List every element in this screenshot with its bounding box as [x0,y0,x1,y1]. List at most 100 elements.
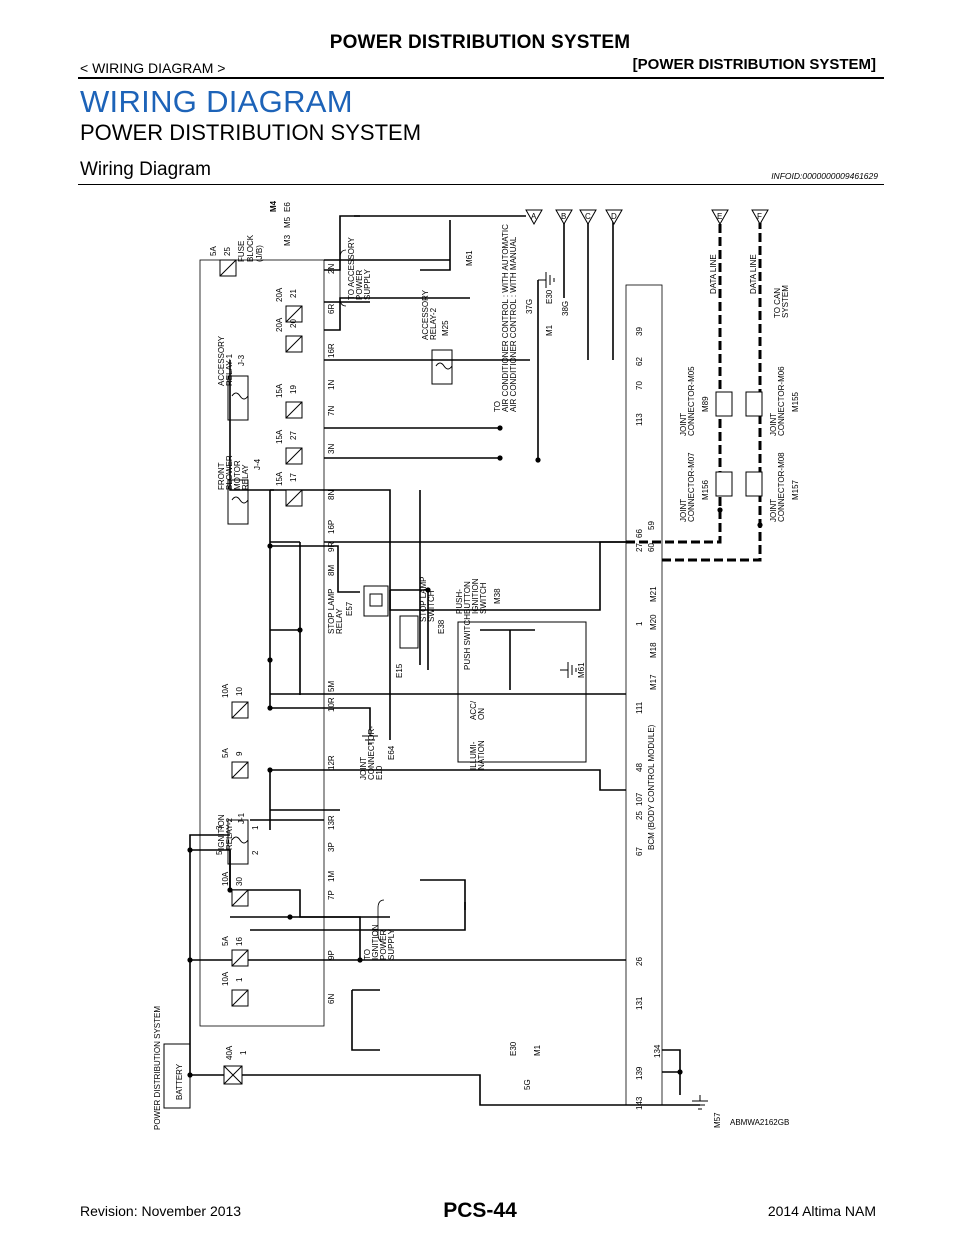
acc-supply-bracket [339,249,347,307]
body-conn-m1: M1 [533,1044,542,1056]
joint-m06-line-2: CONNECTOR-M06 [777,366,786,436]
joint-m06-line-1: JOINT [769,413,778,436]
relay-pin-3: 3 [215,825,224,830]
relay-pin-1: 1 [251,825,260,830]
fuse-17-amp: 15A [275,471,284,486]
push-button-line-2: BUTTON [463,581,472,614]
ground-symbols [362,272,708,1110]
acc2-relay-conn: M25 [441,320,450,336]
section-tag: [POWER DISTRIBUTION SYSTEM] [632,56,876,73]
bcm-pin-113: 113 [635,413,644,426]
acc1-relay-line-1: ACCESSORY [217,335,226,386]
push-switch-label: PUSH SWITCH [463,614,472,670]
acc2-relay-line-2: RELAY-2 [429,307,438,340]
pin-3n: 3N [327,444,336,454]
ac-pin-38g: 38G [561,301,570,316]
stop-relay-conn: E57 [345,601,354,616]
bcm-conn-m20: M20 [649,614,658,630]
front-relay-line-3: MOTOR [233,460,242,490]
ac-conn-m1: M1 [545,324,554,336]
joint-m05-conn: M89 [701,396,710,412]
ac-conn-e30: E30 [545,289,554,304]
data-line-label-2: DATA LINE [749,254,758,294]
fuse-19-num: 19 [289,385,298,394]
wiring-diagram: POWER DISTRIBUTION SYSTEM ABMWA2162GB BA… [153,200,800,1130]
flag-f: F [757,212,762,221]
to-can-line-1: TO CAN [773,288,782,318]
main-fuse-num: 1 [239,1050,248,1055]
relay-pin-5: 5 [215,850,224,855]
ac-pin-37g: 37G [525,299,534,314]
bcm-conn-m21: M21 [649,586,658,602]
fuse-block-conn-m3: M3 [283,234,292,246]
joint-m07-line-1: JOINT [679,499,688,522]
diagram-labels: POWER DISTRIBUTION SYSTEM ABMWA2162GB BA… [153,200,800,1130]
fuse-block-line-1: FUSE [237,241,246,262]
fuse-16-amp: 5A [221,936,230,946]
illumination-line-1: ILLUMI- [469,741,478,770]
joint-m08-conn: M157 [791,479,800,500]
bcm-pin-107: 107 [635,792,644,806]
fuse-block-conn-m4: M4 [269,200,278,212]
joint-m07-line-2: CONNECTOR-M07 [687,452,696,522]
bcm-conn-m17: M17 [649,674,658,690]
pin-8n: 8N [327,490,336,500]
bcm-pin-27: 27 [635,543,644,552]
pin-13r: 13R [327,815,336,830]
body-conn-e30: E30 [509,1041,518,1056]
front-relay-conn: J-4 [253,458,262,470]
push-button-conn: M38 [493,588,502,604]
stop-switch-conn: E38 [437,619,446,634]
section-heading: WIRING DIAGRAM [80,84,353,119]
page-number: PCS-44 [443,1199,517,1222]
stop-switch-line-1: STOP LAMP [419,577,428,623]
pin-16r: 16R [327,343,336,358]
fuse-block-line-3: (J/B) [255,245,264,262]
joint-m08-line-2: CONNECTOR-M08 [777,452,786,522]
acc1-relay-conn: J-3 [237,354,246,366]
splices [187,425,763,1078]
bcm-pin-67: 67 [635,847,644,856]
bcm-pin-66: 66 [635,529,644,538]
fuse-21-amp: 20A [275,287,284,302]
ign-supply-bracket [377,899,385,943]
to-acc-line-2: POWER [355,270,364,300]
fuse-16-num: 16 [235,937,244,946]
acc-on-line-1: ACC/ [469,700,478,720]
pin-7p: 7P [327,890,336,900]
ign-relay-conn: J-1 [237,812,246,824]
bcm-pin-139: 139 [635,1066,644,1080]
to-acc-line-3: SUPPLY [363,268,372,300]
info-id: INFOID:0000000009461629 [771,171,878,181]
fuse-25-amp: 5A [209,246,218,256]
bcm-pin-70: 70 [635,381,644,390]
ign-relay-line-2: RELAY-2 [225,817,234,850]
wires [189,215,700,1106]
flag-e: E [717,212,722,221]
breadcrumb: < WIRING DIAGRAM > [80,60,226,76]
connection-flags [525,209,769,226]
fuse-17-num: 17 [289,473,298,482]
heading-rule [78,184,884,185]
ground-m57-label: M57 [713,1112,722,1128]
fuse-25-num: 25 [223,247,232,256]
fuse-10-amp: 10A [221,683,230,698]
bcm-pin-62: 62 [635,357,644,366]
pin-8m: 8M [327,565,336,576]
to-ac-line-3: AIR CONDITIONER CONTROL : WITH MANUAL [509,236,518,412]
to-ign-line-3: POWER [379,930,388,960]
fuse-block-outline [199,259,325,1027]
stop-relay-line-1: STOP LAMP [327,589,336,635]
body-conn-pin: 5G [523,1079,532,1090]
bcm-pin-131: 131 [635,996,644,1010]
joint-e10-line-1: JOINT [359,757,368,780]
acc1-relay-line-2: RELAY-1 [225,353,234,386]
stop-relay-line-2: RELAY [335,608,344,634]
fuse-19-amp: 15A [275,383,284,398]
joint-m05-line-2: CONNECTOR-M05 [687,366,696,436]
acc2-relay-line-1: ACCESSORY [421,289,430,340]
bcm-pin-26: 26 [635,957,644,966]
pin-9p: 9P [327,950,336,960]
fuse-21-num: 21 [289,289,298,298]
push-button-line-1: PUSH- [455,589,464,614]
